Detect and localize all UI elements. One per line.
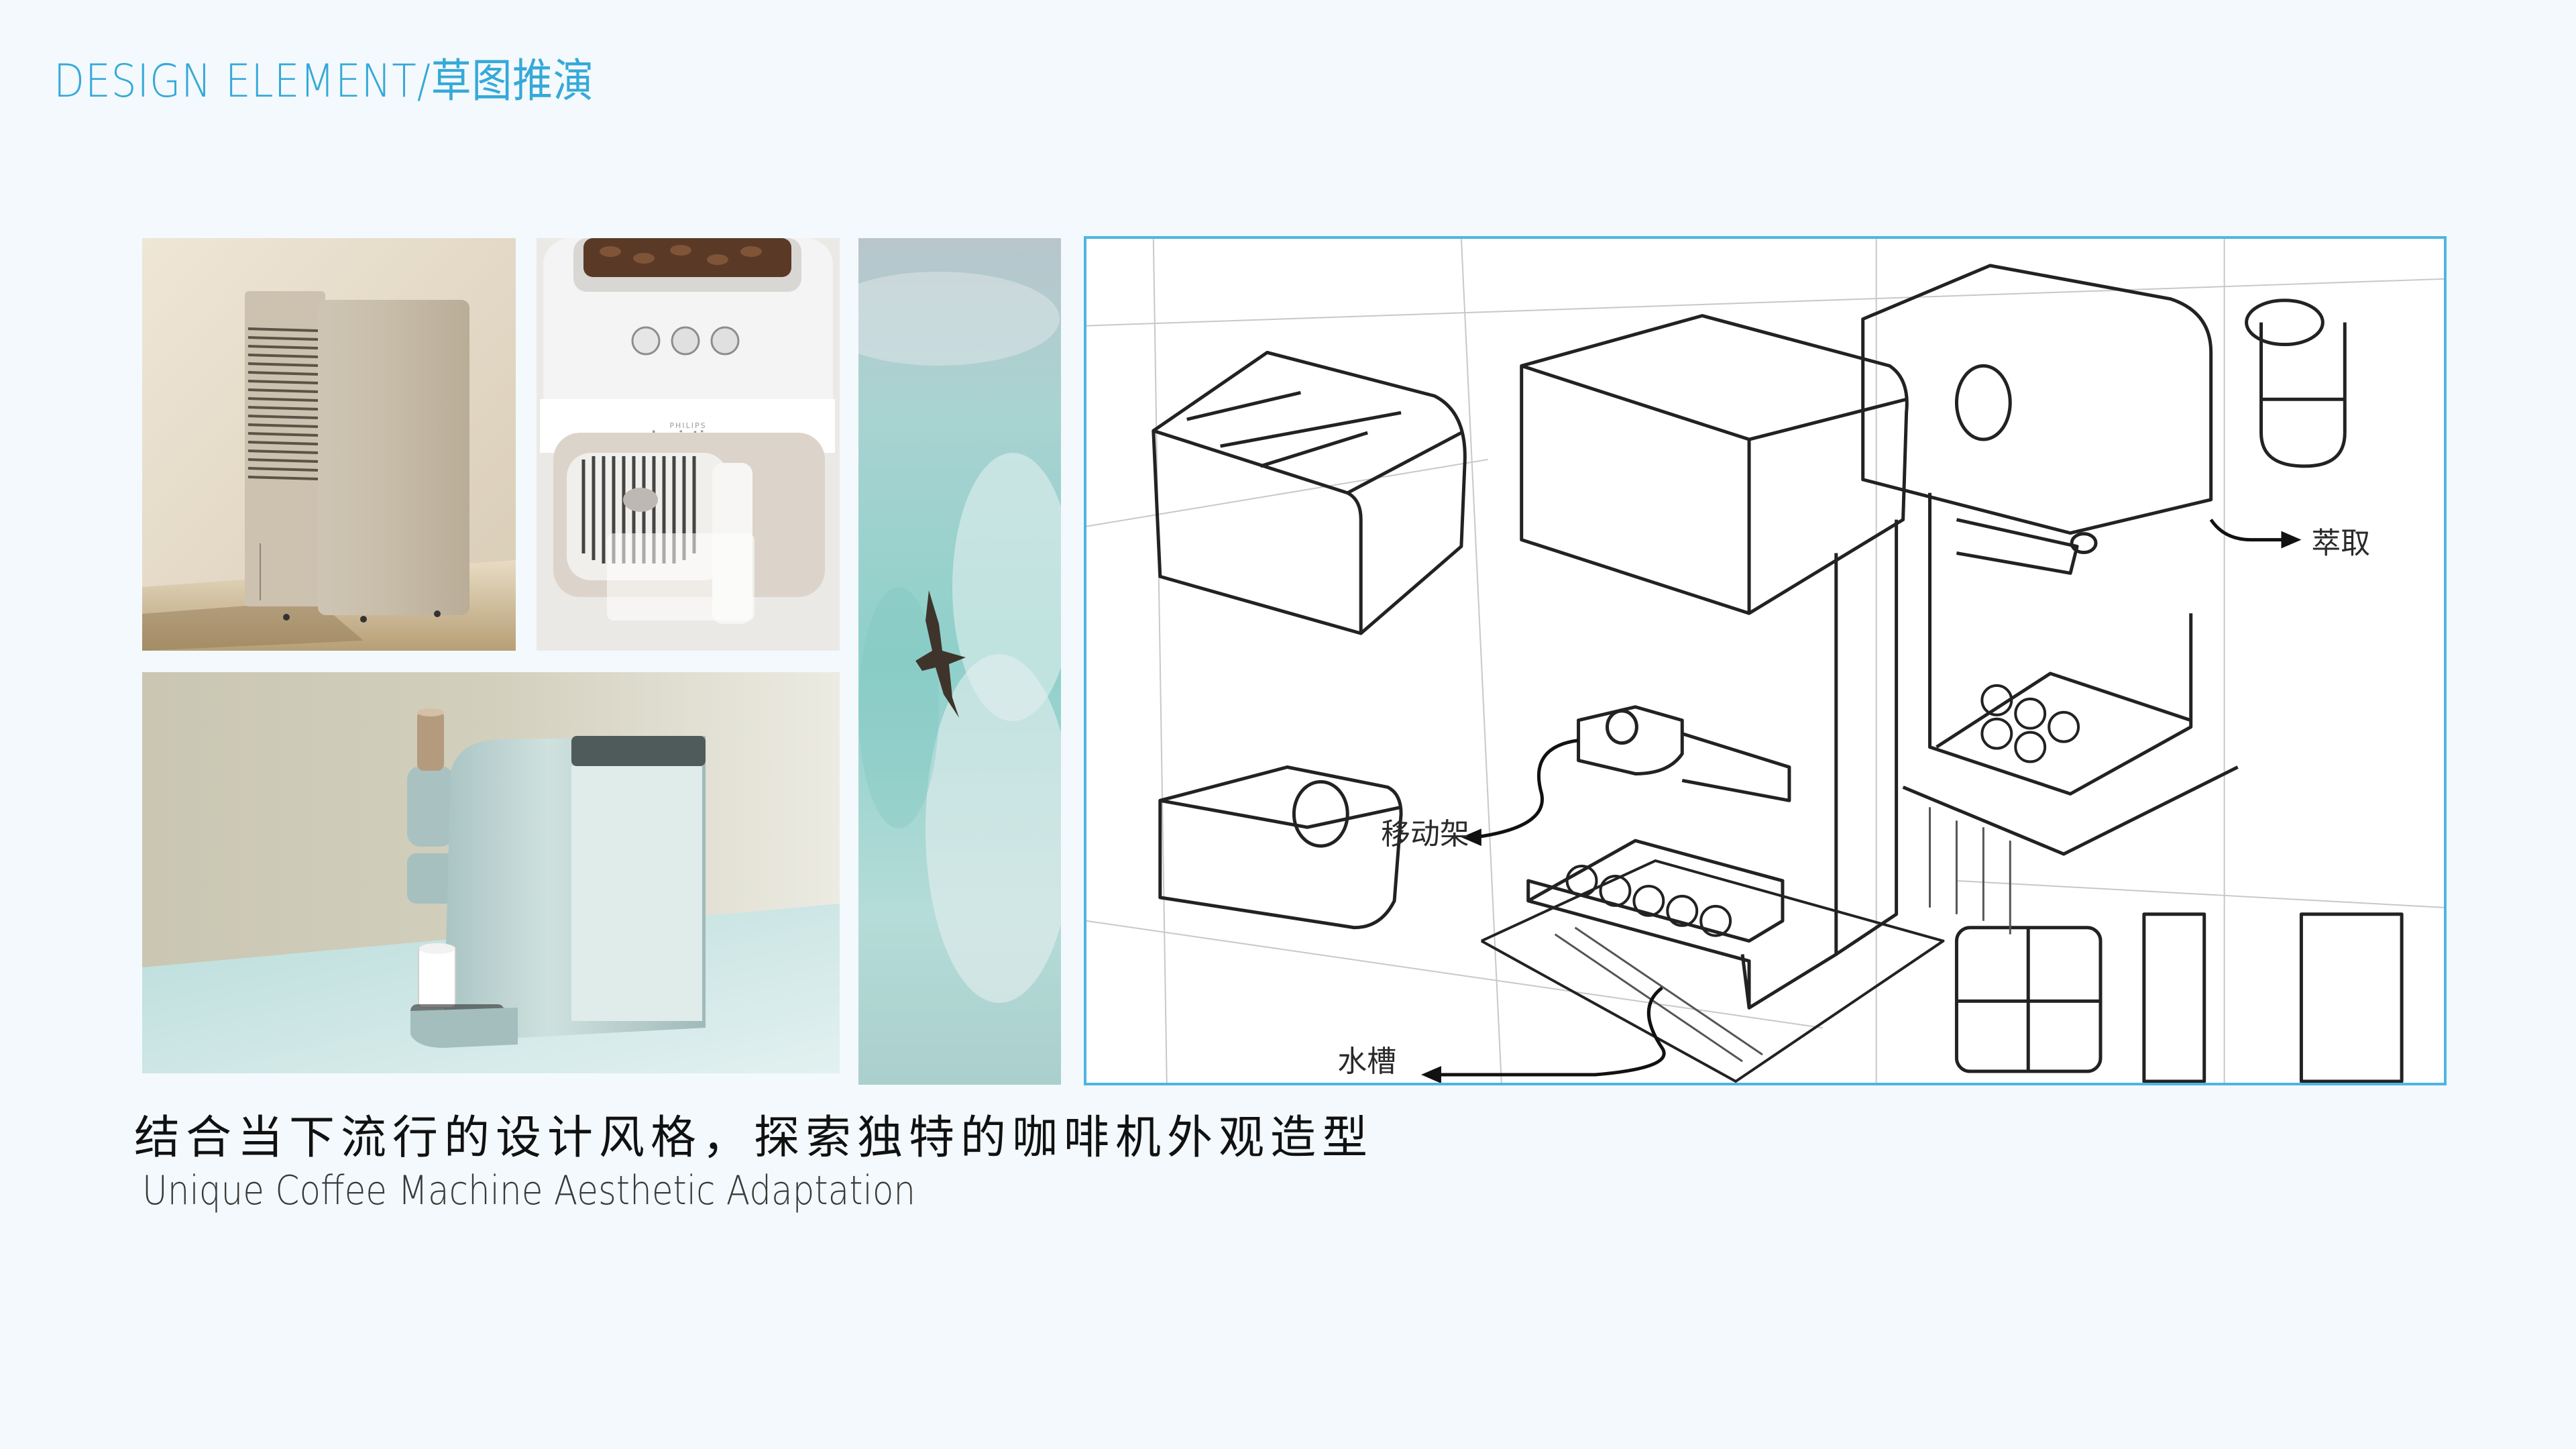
caption-chinese: 结合当下流行的设计风格，探索独特的咖啡机外观造型	[134, 1112, 1374, 1165]
caption-english: Unique Coffee Machine Aesthetic Adaptati…	[142, 1167, 916, 1214]
coffee-machine-sketch: 移动架 萃取 水槽	[1084, 236, 2447, 1085]
machine-buttons	[631, 326, 740, 356]
brand-philips: PHILIPS	[669, 421, 706, 430]
sea-bird-photo	[858, 238, 1061, 1085]
bird-icon	[915, 590, 966, 718]
label-water-tank: 水槽	[1337, 1044, 1396, 1079]
philips-coffee-machine-photo: PHILIPS baristina	[537, 238, 840, 651]
page-title: DESIGN ELEMENT/草图推演	[54, 55, 594, 108]
label-extraction: 萃取	[2311, 527, 2370, 561]
dehumidifier-photo	[142, 238, 516, 651]
mint-coffee-machine-photo	[142, 672, 840, 1073]
label-movable-rack: 移动架	[1381, 817, 1469, 851]
